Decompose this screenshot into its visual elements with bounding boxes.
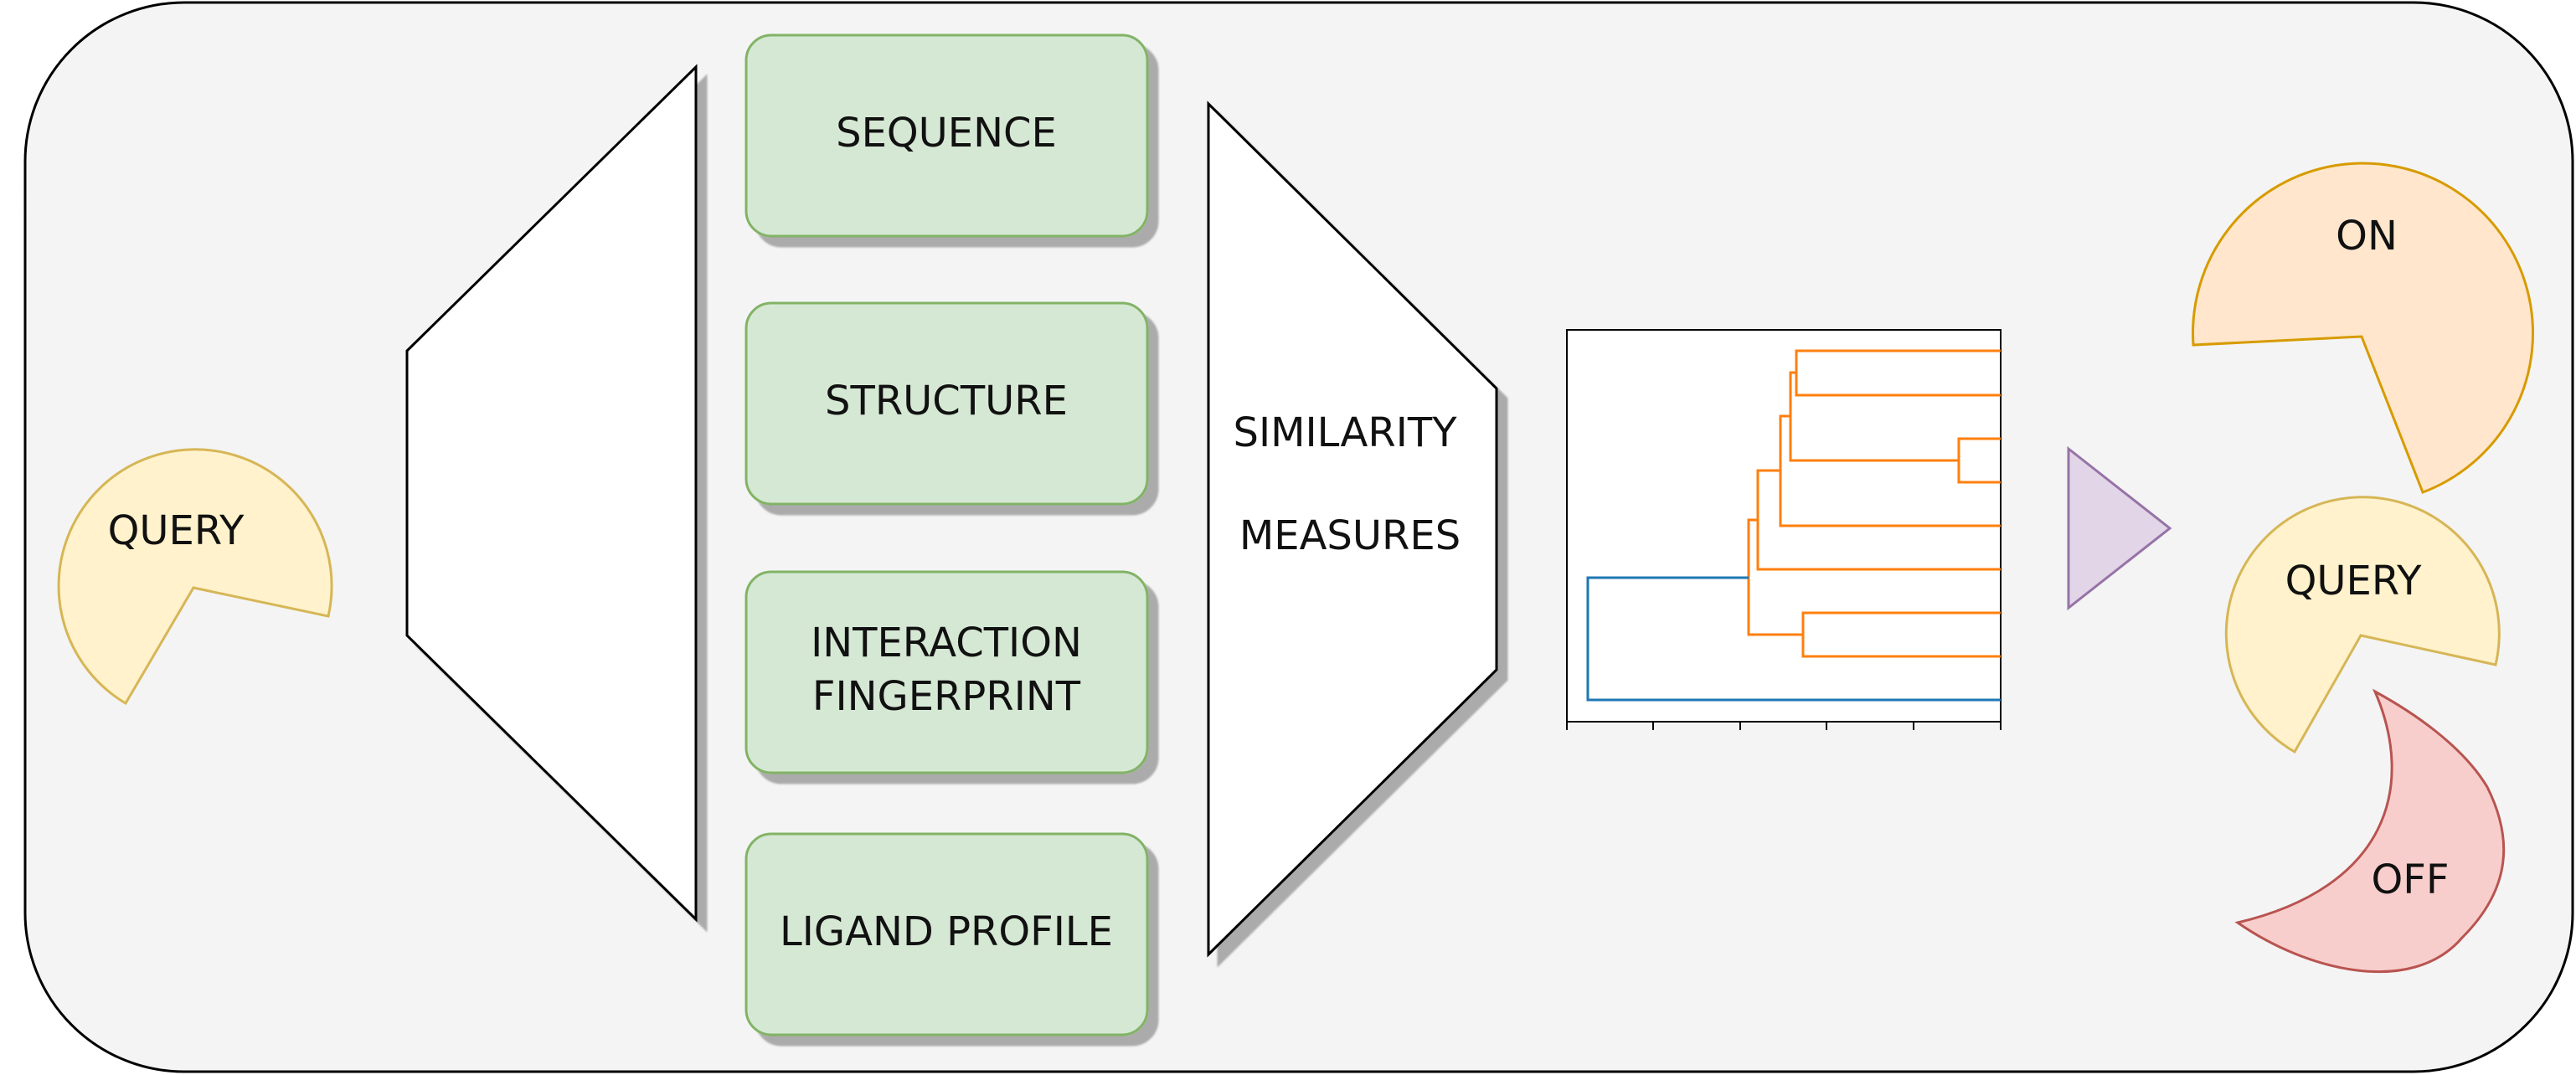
on-target-label: ON bbox=[2336, 213, 2398, 260]
feature-box-interaction-label-line2: FINGERPRINT bbox=[812, 673, 1081, 720]
feature-box-ligand-profile-label: LIGAND PROFILE bbox=[780, 908, 1113, 955]
feature-box-interaction-fingerprint: INTERACTION FINGERPRINT bbox=[744, 570, 1149, 774]
similarity-label-line2: MEASURES bbox=[1239, 512, 1461, 559]
query-input-shape: QUERY bbox=[57, 448, 333, 706]
feature-box-sequence-label: SEQUENCE bbox=[836, 110, 1057, 157]
input-funnel-shape bbox=[405, 64, 698, 923]
dendrogram-ticks bbox=[1566, 722, 2002, 730]
feature-box-ligand-profile: LIGAND PROFILE bbox=[744, 832, 1149, 1036]
feature-box-structure-label: STRUCTURE bbox=[825, 378, 1068, 424]
query-input-label: QUERY bbox=[108, 507, 245, 554]
query-output-label: QUERY bbox=[2285, 558, 2423, 604]
result-arrow-icon bbox=[2067, 445, 2172, 611]
off-target-shape: OFF bbox=[2234, 688, 2506, 974]
feature-box-interaction-label-line1: INTERACTION bbox=[811, 620, 1082, 666]
dendrogram-plot bbox=[1566, 329, 2002, 730]
similarity-measures-shape: SIMILARITY MEASURES bbox=[1207, 100, 1498, 958]
off-target-label: OFF bbox=[2372, 856, 2450, 903]
similarity-label-line1: SIMILARITY bbox=[1233, 409, 1457, 456]
on-target-shape: ON bbox=[2192, 162, 2535, 494]
dendrogram-blue-link bbox=[1586, 576, 2001, 702]
feature-box-structure: STRUCTURE bbox=[744, 301, 1149, 506]
feature-box-sequence: SEQUENCE bbox=[744, 33, 1149, 238]
query-output-shape: QUERY bbox=[2224, 496, 2501, 754]
